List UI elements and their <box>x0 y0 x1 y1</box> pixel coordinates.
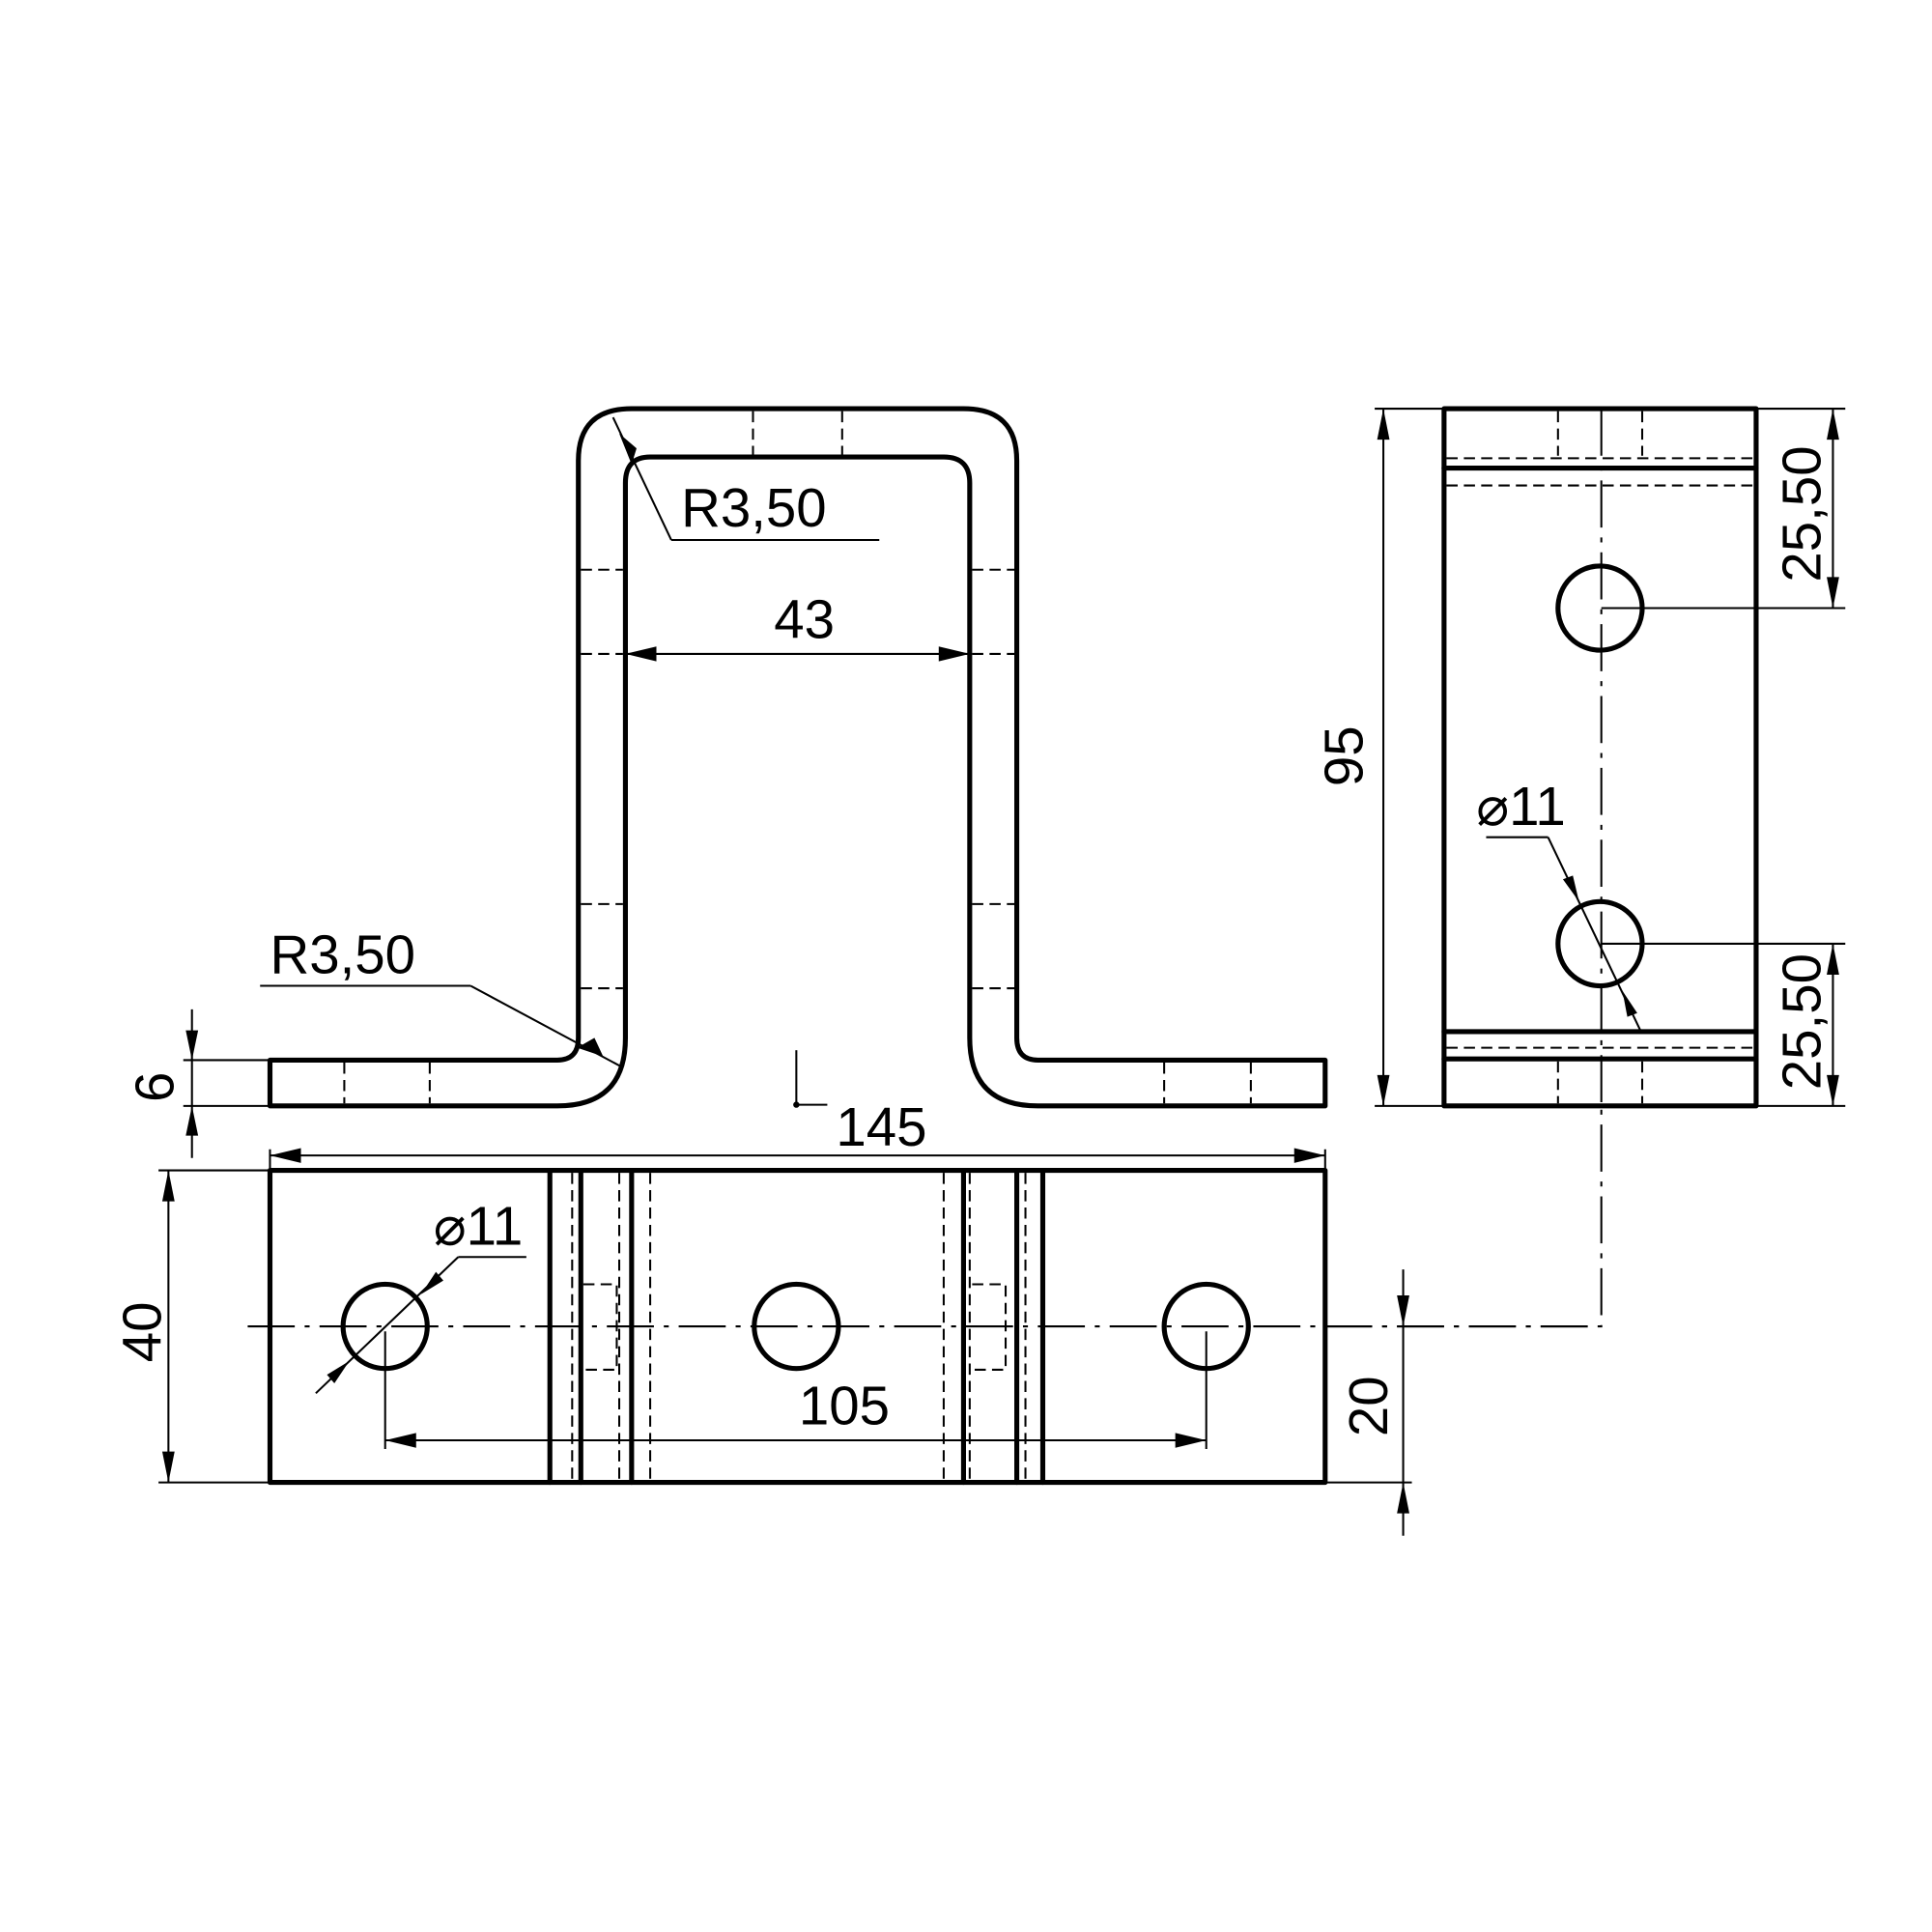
hole-offset-top-label: 25,50 <box>1772 445 1833 582</box>
front-view: R3,50 R3,50 43 6 <box>124 406 1328 1158</box>
dimension-width: 40 <box>112 1169 270 1484</box>
hole-center <box>752 1281 841 1372</box>
side-outline <box>1441 406 1759 1109</box>
thickness-label: 6 <box>124 1072 185 1102</box>
hole-diameter-side-label: ⌀11 <box>1476 776 1566 837</box>
dimension-hole-diameter-side: ⌀11 <box>1476 776 1642 1033</box>
dimension-hole-diameter-top: ⌀11 <box>315 1195 526 1395</box>
width-label: 40 <box>112 1302 173 1363</box>
dimension-overall-length: 145 <box>269 1096 1326 1171</box>
dimension-hole-offset-top: 25,50 <box>1601 408 1846 610</box>
overall-length-label: 145 <box>836 1096 926 1157</box>
dimension-radius-bottom: R3,50 <box>260 924 624 1069</box>
radius-bottom-label: R3,50 <box>270 924 415 985</box>
dimension-thickness: 6 <box>124 1009 270 1158</box>
top-view: 145 40 ⌀11 105 <box>112 1096 1603 1536</box>
height-label: 95 <box>1313 725 1374 786</box>
hole-diameter-top-label: ⌀11 <box>434 1195 524 1256</box>
profile-outer-contour <box>267 406 1328 1109</box>
dimension-hole-spacing: 105 <box>384 1331 1208 1450</box>
dimension-hole-edge-offset: 20 <box>1324 1269 1412 1536</box>
hole-edge-offset-label: 20 <box>1338 1376 1399 1436</box>
radius-top-label: R3,50 <box>681 477 827 538</box>
inner-width-label: 43 <box>774 588 835 649</box>
hole-offset-bottom-label: 25,50 <box>1772 953 1833 1090</box>
dimension-radius-top: R3,50 <box>611 416 880 542</box>
dimension-hole-offset-bottom: 25,50 <box>1601 942 1846 1107</box>
side-view: 95 25,50 25,50 ⌀11 <box>1313 406 1846 1109</box>
hole-spacing-label: 105 <box>799 1375 890 1435</box>
dimension-height: 95 <box>1313 408 1444 1107</box>
dimension-inner-width: 43 <box>625 588 970 662</box>
